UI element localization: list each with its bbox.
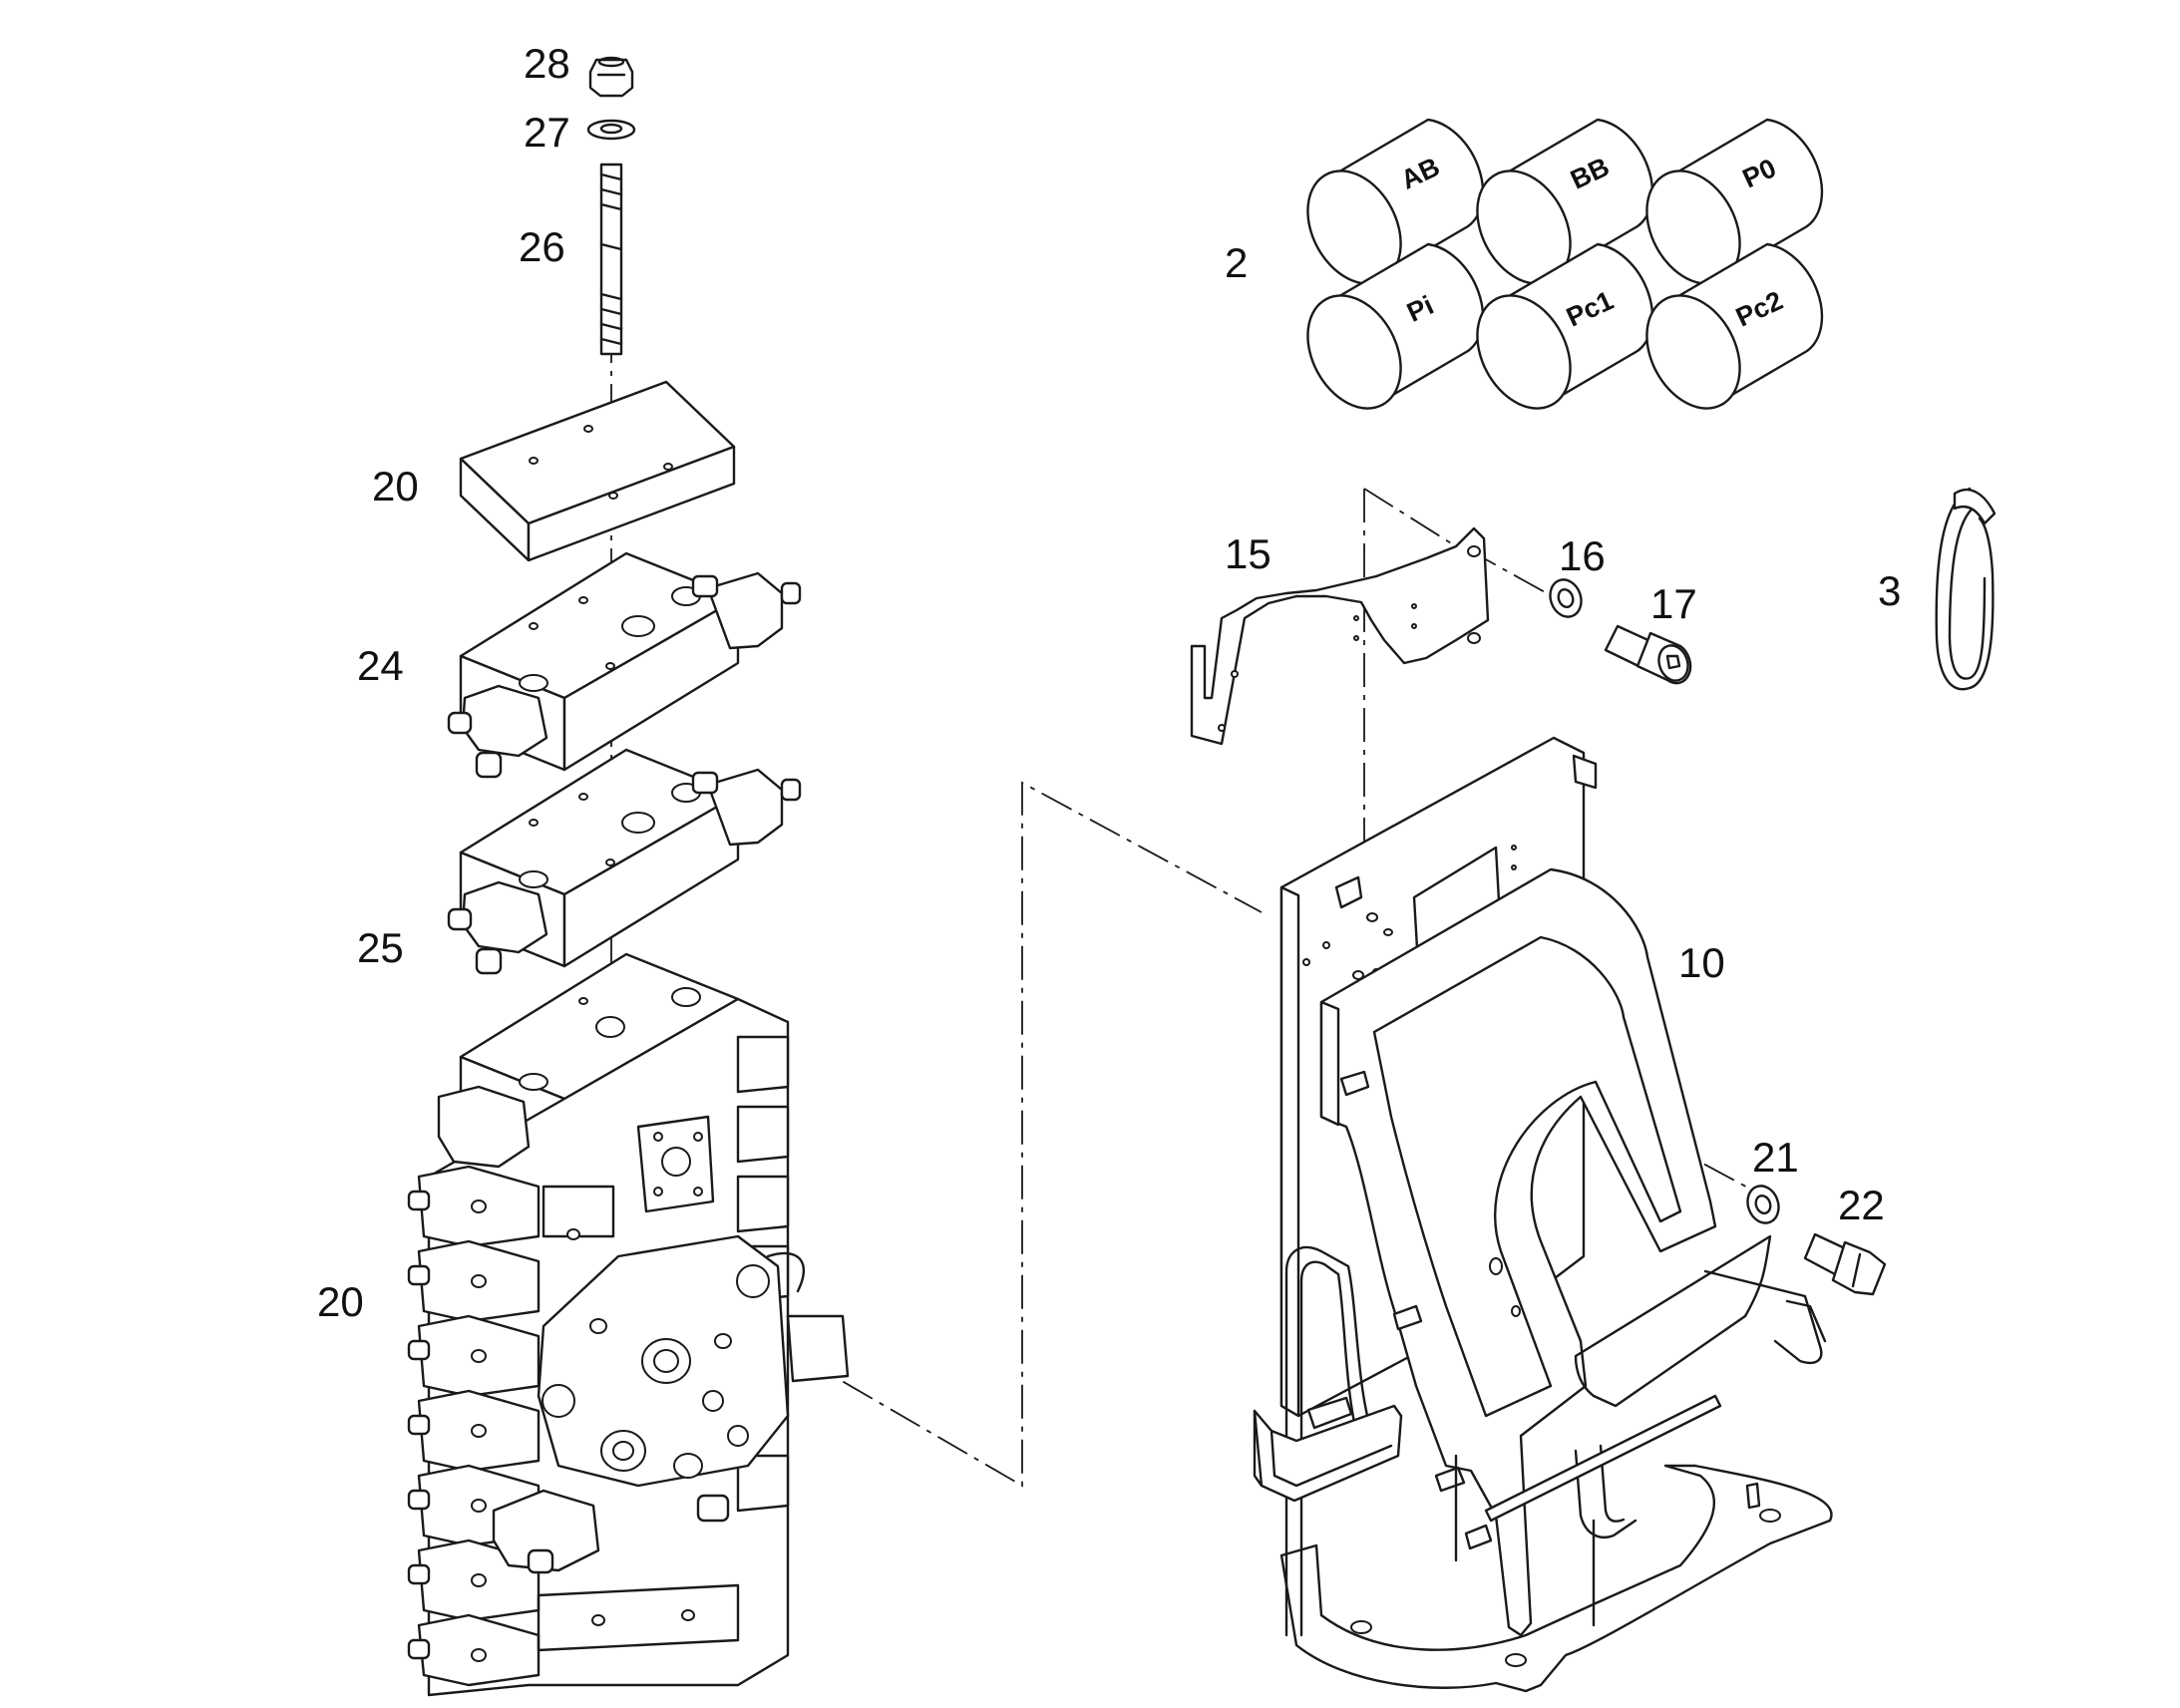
- cap-pi: Pi: [1306, 242, 1485, 410]
- cap-ab: AB: [1306, 118, 1485, 285]
- callout-24: 24: [357, 642, 404, 689]
- part-2-protective-caps: AB BB P0 Pi Pc1 Pc2: [1306, 118, 1824, 410]
- part-15-bracket: [1190, 526, 1490, 746]
- callout-10: 10: [1678, 939, 1725, 986]
- callout-15: 15: [1225, 530, 1272, 577]
- callout-17: 17: [1650, 580, 1697, 627]
- callout-25: 25: [357, 924, 404, 971]
- part-26-stud: [599, 163, 623, 356]
- left-solenoid-stack: [407, 1085, 541, 1687]
- callout-28: 28: [524, 40, 570, 87]
- callout-22: 22: [1838, 1182, 1885, 1228]
- callout-21: 21: [1752, 1134, 1799, 1181]
- part-20-cover-plate: [459, 380, 736, 562]
- callout-27: 27: [524, 109, 570, 156]
- cap-pc2: Pc2: [1645, 242, 1824, 410]
- part-22-bolt: [1803, 1232, 1887, 1296]
- part-20-main-valve-block: [407, 952, 850, 1697]
- part-25-valve-section: [447, 748, 802, 975]
- part-24-valve-section: [447, 551, 802, 779]
- part-27-washer: [586, 119, 636, 141]
- callout-16: 16: [1559, 532, 1606, 579]
- part-3-cable-tie: [1935, 487, 1997, 691]
- cap-pc1: Pc1: [1476, 242, 1654, 410]
- cap-bb: BB: [1476, 118, 1654, 285]
- part-10-mounting-frame: [1253, 736, 1833, 1693]
- part-21-washer: [1746, 1185, 1780, 1224]
- part-17-screw: [1604, 624, 1692, 685]
- callout-labels: 28 27 26 20 24 25 20 2 15 16 17 3 10 21 …: [317, 40, 1901, 1325]
- callout-20-plate: 20: [372, 463, 419, 510]
- callout-20-block: 20: [317, 1278, 364, 1325]
- callout-2: 2: [1225, 239, 1248, 286]
- part-16-washer: [1549, 578, 1583, 618]
- callout-3: 3: [1878, 567, 1901, 614]
- callout-26: 26: [519, 223, 565, 270]
- part-28-nut: [588, 56, 634, 98]
